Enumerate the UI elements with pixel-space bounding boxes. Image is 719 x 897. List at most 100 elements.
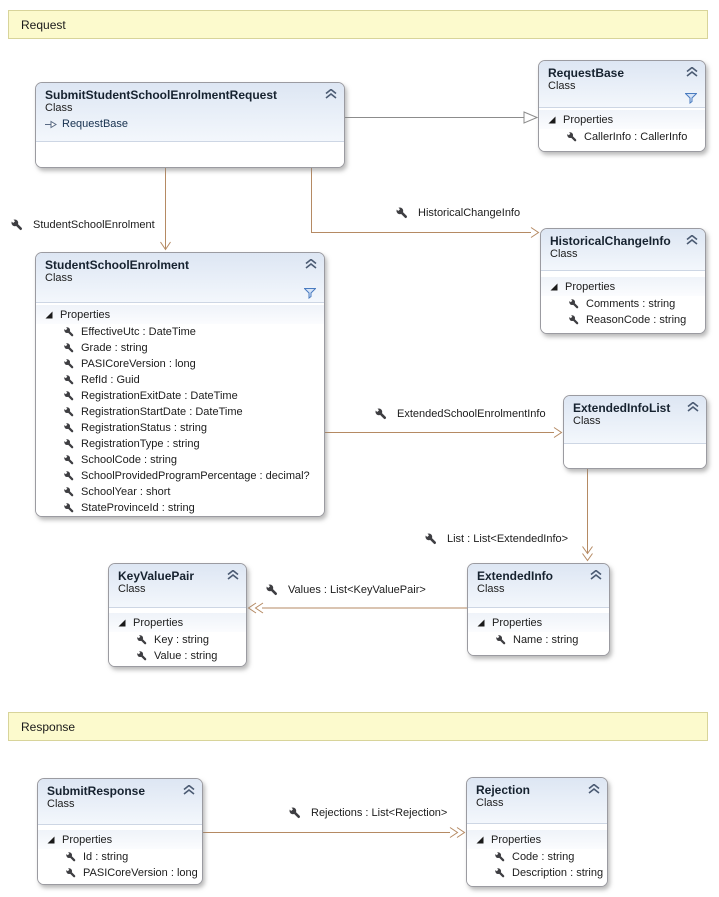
expander-icon[interactable] — [47, 836, 55, 844]
class-header[interactable]: StudentSchoolEnrolment Class — [36, 253, 324, 303]
properties-section[interactable]: Properties — [467, 830, 607, 849]
property-row[interactable]: Key : string — [109, 632, 246, 648]
association-label-list[interactable]: List : List<ExtendedInfo> — [424, 532, 568, 546]
property-row[interactable]: Code : string — [467, 849, 607, 865]
property-row[interactable]: EffectiveUtc : DateTime — [36, 324, 324, 340]
property-row[interactable]: Description : string — [467, 865, 607, 881]
expander-icon[interactable] — [550, 283, 558, 291]
property-label: ReasonCode : string — [586, 314, 687, 326]
property-row[interactable]: PASICoreVersion : long — [38, 865, 202, 881]
property-label: RefId : Guid — [81, 374, 140, 386]
property-row[interactable]: RegistrationType : string — [36, 436, 324, 452]
property-row[interactable]: SchoolCode : string — [36, 452, 324, 468]
wrench-icon — [395, 206, 407, 218]
wrench-icon — [424, 532, 436, 544]
property-row[interactable]: ReasonCode : string — [541, 312, 705, 328]
class-historical-change-info[interactable]: HistoricalChangeInfo Class Properties Co… — [540, 228, 706, 334]
class-student-school-enrolment[interactable]: StudentSchoolEnrolment Class Properties … — [35, 252, 325, 517]
association-label-rejections[interactable]: Rejections : List<Rejection> — [288, 806, 447, 820]
properties-section[interactable]: Properties — [109, 613, 246, 632]
association-label-extended-school-enrolment-info[interactable]: ExtendedSchoolEnrolmentInfo — [374, 407, 546, 421]
property-row[interactable]: RegistrationStartDate : DateTime — [36, 404, 324, 420]
property-row[interactable]: PASICoreVersion : long — [36, 356, 324, 372]
class-header[interactable]: SubmitResponse Class — [38, 779, 202, 825]
property-label: RegistrationType : string — [81, 438, 200, 450]
class-rejection[interactable]: Rejection Class Properties Code : string… — [466, 777, 608, 887]
property-row[interactable]: RegistrationExitDate : DateTime — [36, 388, 324, 404]
filter-icon[interactable] — [304, 288, 316, 299]
base-type-row[interactable]: RequestBase — [45, 118, 322, 131]
class-header[interactable]: ExtendedInfo Class — [468, 564, 609, 608]
class-header[interactable]: SubmitStudentSchoolEnrolmentRequest Clas… — [36, 83, 344, 142]
property-row[interactable]: Comments : string — [541, 296, 705, 312]
class-body: Properties CallerInfo : CallerInfo — [539, 108, 705, 151]
association-extended-school-enrolment-info[interactable] — [325, 427, 563, 438]
class-body: Properties Name : string — [468, 608, 609, 655]
class-title: StudentSchoolEnrolment — [45, 258, 189, 272]
property-row[interactable]: RefId : Guid — [36, 372, 324, 388]
property-row[interactable]: CallerInfo : CallerInfo — [539, 129, 705, 145]
collapse-icon[interactable] — [227, 570, 239, 580]
property-row[interactable]: Value : string — [109, 648, 246, 664]
wrench-icon — [494, 851, 505, 862]
association-student-school-enrolment[interactable] — [160, 168, 171, 251]
class-header[interactable]: KeyValuePair Class — [109, 564, 246, 608]
inheritance-requestbase[interactable] — [345, 111, 539, 124]
properties-section-label: Properties — [62, 834, 113, 846]
property-row[interactable]: SchoolProvidedProgramPercentage : decima… — [36, 468, 324, 484]
wrench-icon — [65, 851, 76, 862]
class-header[interactable]: Rejection Class — [467, 778, 607, 824]
properties-section[interactable]: Properties — [539, 110, 705, 129]
association-list[interactable] — [582, 469, 593, 562]
properties-section[interactable]: Properties — [36, 305, 324, 324]
collapse-icon[interactable] — [305, 259, 317, 269]
collapse-icon[interactable] — [686, 235, 698, 245]
class-header[interactable]: RequestBase Class — [539, 61, 705, 108]
association-label-text: HistoricalChangeInfo — [418, 207, 521, 219]
class-extended-info-list[interactable]: ExtendedInfoList Class — [563, 395, 707, 469]
wrench-icon — [63, 438, 74, 449]
class-key-value-pair[interactable]: KeyValuePair Class Properties Key : stri… — [108, 563, 247, 667]
request-band[interactable]: Request — [8, 10, 708, 39]
properties-section[interactable]: Properties — [38, 830, 202, 849]
base-type-name: RequestBase — [62, 118, 129, 130]
expander-icon[interactable] — [118, 619, 126, 627]
collapse-icon[interactable] — [325, 89, 337, 99]
property-row[interactable]: SchoolYear : short — [36, 484, 324, 500]
class-extended-info[interactable]: ExtendedInfo Class Properties Name : str… — [467, 563, 610, 656]
collapse-icon[interactable] — [686, 67, 698, 77]
association-label-historical-change-info[interactable]: HistoricalChangeInfo — [395, 206, 520, 220]
property-row[interactable]: Grade : string — [36, 340, 324, 356]
expander-icon[interactable] — [548, 116, 556, 124]
properties-section[interactable]: Properties — [541, 277, 705, 296]
property-row[interactable]: StateProvinceId : string — [36, 500, 324, 516]
class-header[interactable]: HistoricalChangeInfo Class — [541, 229, 705, 271]
association-label-student-school-enrolment[interactable]: StudentSchoolEnrolment — [10, 218, 155, 232]
collapse-icon[interactable] — [183, 785, 195, 795]
properties-section[interactable]: Properties — [468, 613, 609, 632]
wrench-icon — [63, 390, 74, 401]
property-label: Description : string — [512, 867, 604, 879]
collapse-icon[interactable] — [588, 784, 600, 794]
association-label-values[interactable]: Values : List<KeyValuePair> — [265, 583, 426, 597]
class-header[interactable]: ExtendedInfoList Class — [564, 396, 706, 444]
property-row[interactable]: RegistrationStatus : string — [36, 420, 324, 436]
class-submit-student-school-enrolment-request[interactable]: SubmitStudentSchoolEnrolmentRequest Clas… — [35, 82, 345, 168]
class-submit-response[interactable]: SubmitResponse Class Properties Id : str… — [37, 778, 203, 885]
filter-icon[interactable] — [685, 93, 697, 104]
expander-icon[interactable] — [476, 836, 484, 844]
expander-icon[interactable] — [477, 619, 485, 627]
class-request-base[interactable]: RequestBase Class Properties CallerInfo … — [538, 60, 706, 152]
collapse-icon[interactable] — [687, 402, 699, 412]
expander-icon[interactable] — [45, 311, 53, 319]
association-rejections[interactable] — [203, 827, 466, 838]
collapse-icon[interactable] — [590, 570, 602, 580]
wrench-icon — [288, 806, 300, 818]
association-values[interactable] — [247, 602, 468, 614]
response-band[interactable]: Response — [8, 712, 708, 741]
association-historical-change-info[interactable] — [311, 168, 540, 238]
class-kind-label: Class — [573, 415, 601, 427]
property-row[interactable]: Id : string — [38, 849, 202, 865]
property-row[interactable]: Name : string — [468, 632, 609, 648]
